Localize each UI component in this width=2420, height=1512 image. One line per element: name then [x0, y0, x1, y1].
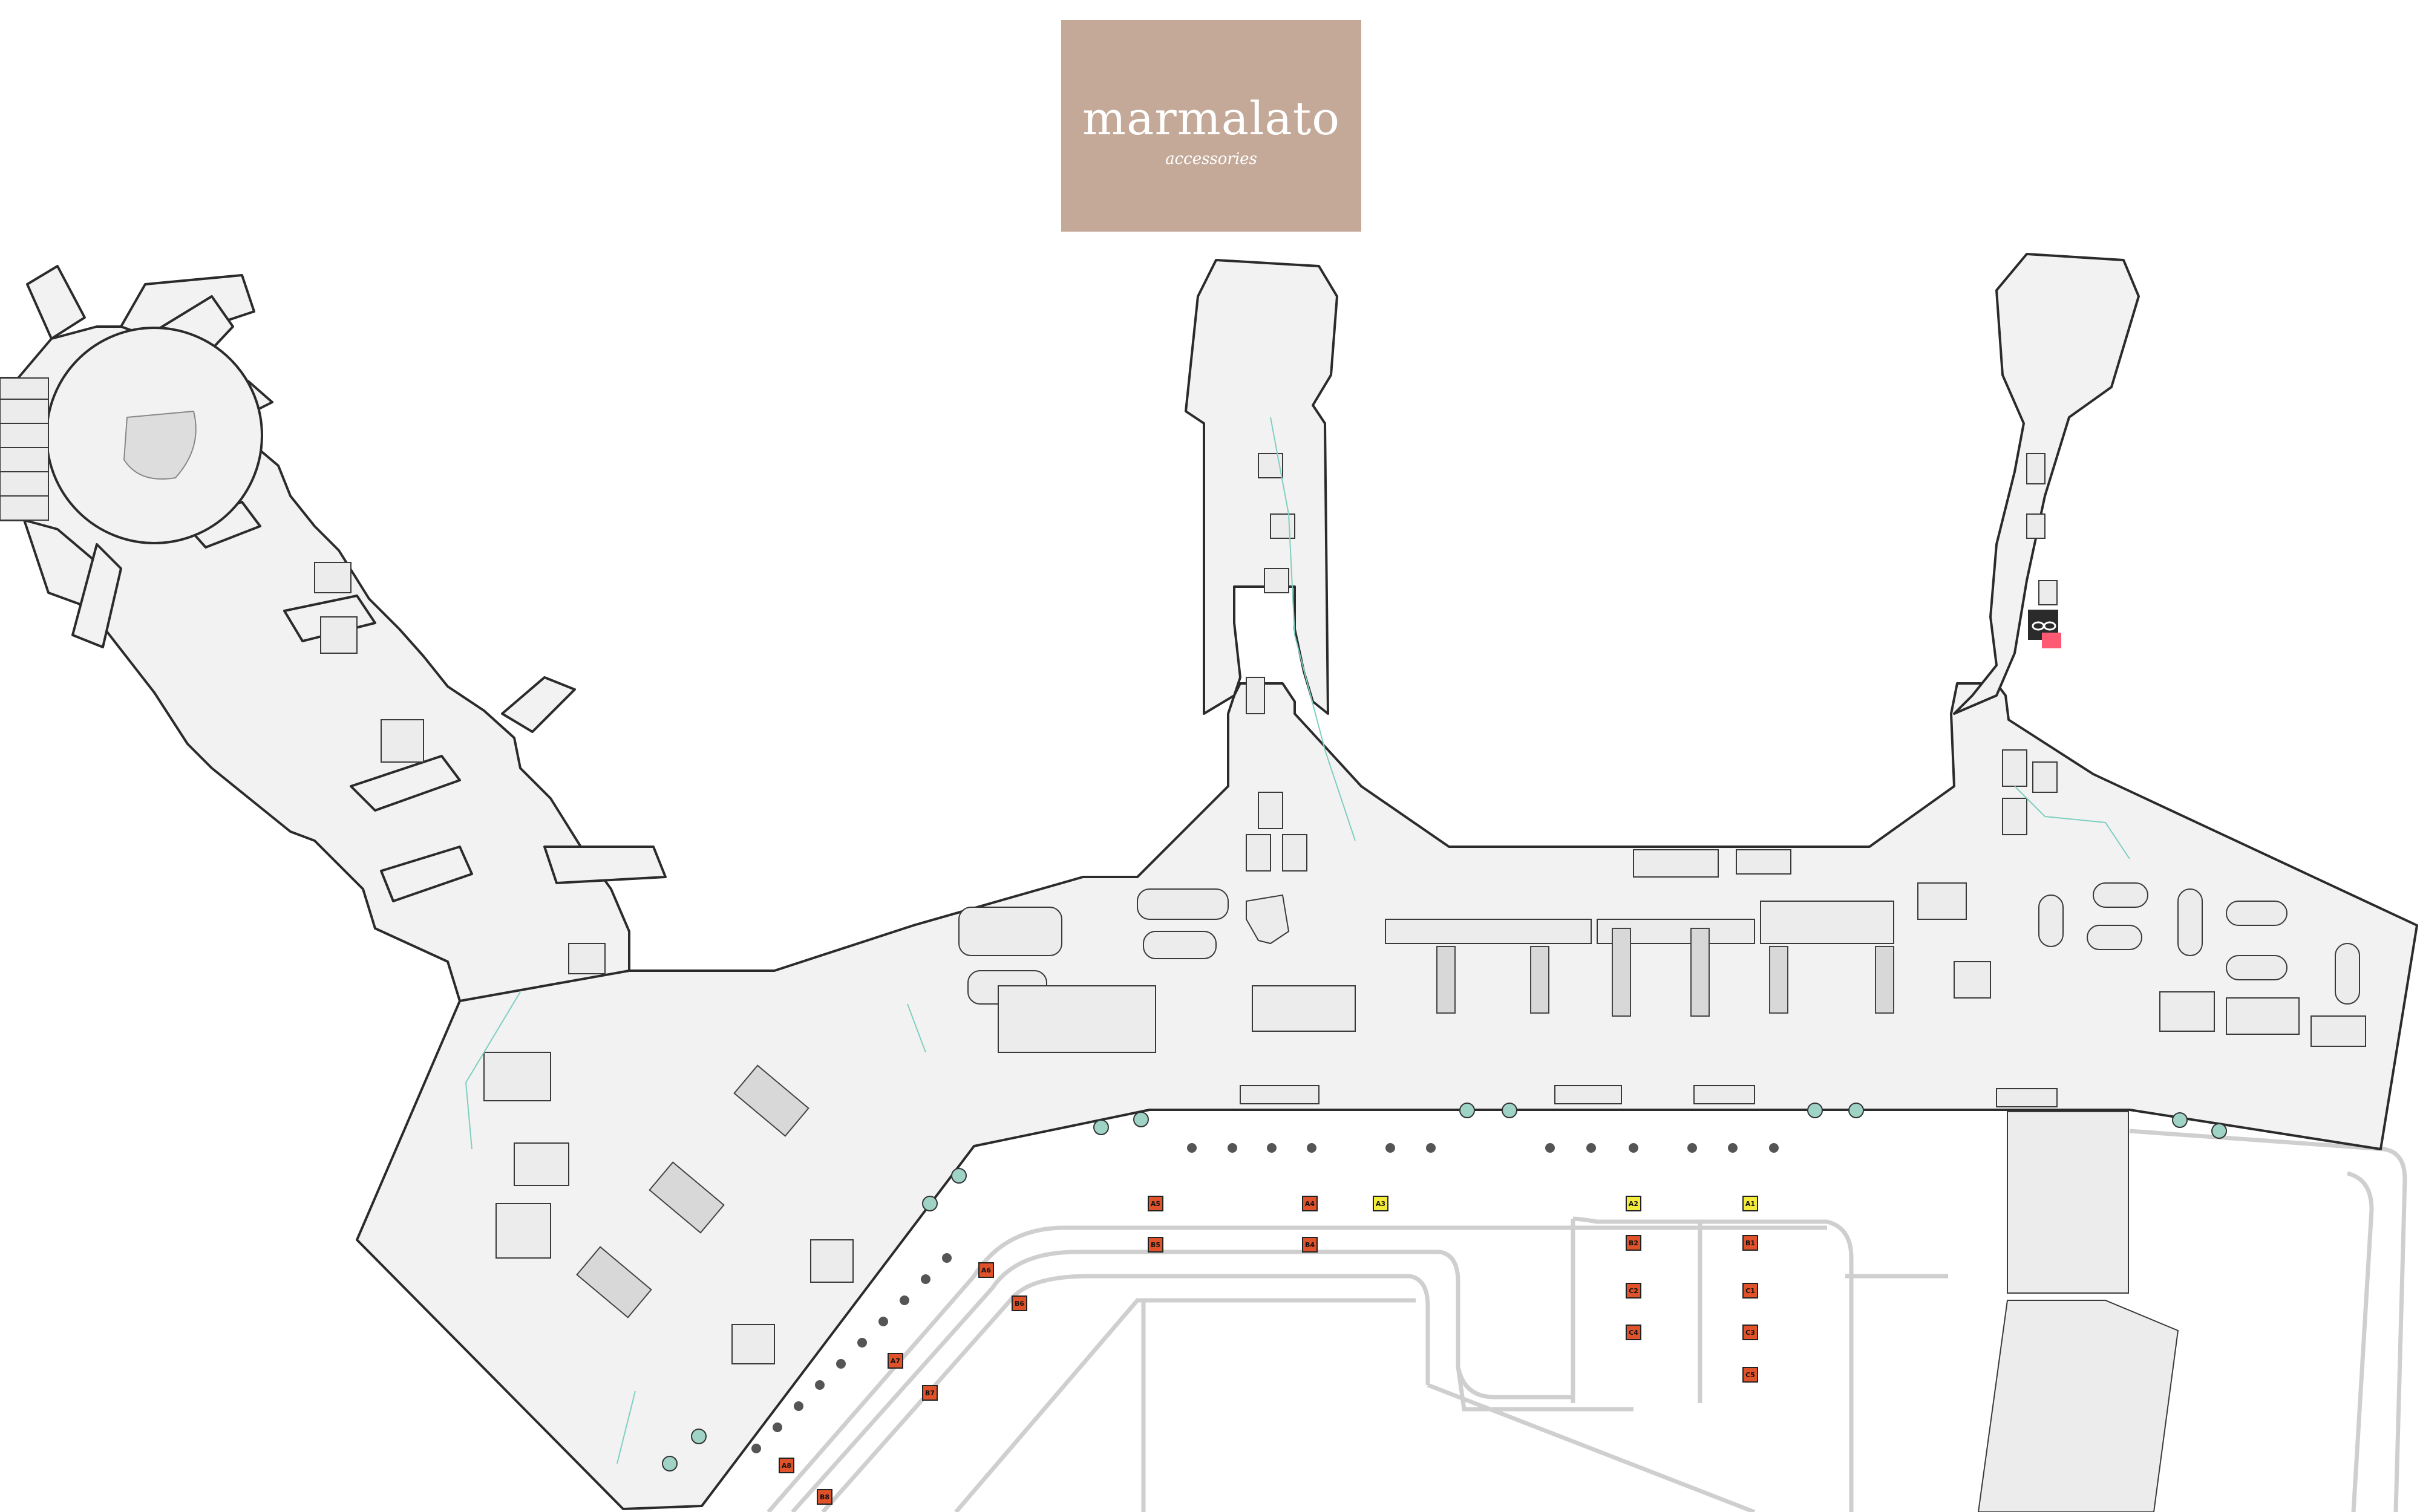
bus-stop-sign-icon: [1373, 1196, 1388, 1211]
bus-stop-sign-icon: [1742, 1325, 1758, 1340]
bus-stop-sign: A1: [1742, 1196, 1758, 1211]
bus-stop-sign-icon: [978, 1262, 994, 1278]
bus-stop-sign: A2: [1626, 1196, 1641, 1211]
bus-stop-sign: B8: [817, 1489, 832, 1505]
bus-stop-sign-icon: [1148, 1237, 1163, 1253]
store-location-pin: [2042, 633, 2061, 648]
bus-stop-label: A7: [891, 1357, 900, 1365]
bus-stop-label: A3: [1376, 1200, 1385, 1208]
bus-stop-label: A1: [1745, 1200, 1755, 1208]
bus-stop-sign-icon: [1626, 1283, 1641, 1299]
bus-stop-label: A5: [1151, 1200, 1160, 1208]
west-entrance: [0, 377, 49, 521]
bus-stop-label: C2: [1629, 1287, 1638, 1295]
bus-stop-sign: C1: [1742, 1283, 1758, 1299]
bus-stop-label: A2: [1629, 1200, 1638, 1208]
bus-stop-label: A8: [782, 1462, 791, 1470]
bus-stop-label: B7: [925, 1389, 935, 1397]
south-east-buildings: [1977, 1111, 2179, 1512]
bus-stop-sign: B7: [922, 1385, 938, 1401]
bus-stop-sign-icon: [1742, 1367, 1758, 1383]
interior-rooms: [314, 453, 2366, 1364]
roads: [767, 1129, 2407, 1512]
bus-stop-sign-icon: [1302, 1237, 1318, 1253]
bus-stop-sign: C4: [1626, 1325, 1641, 1340]
bus-stop-sign-icon: [779, 1458, 794, 1473]
terminal-main-hall: [356, 682, 2418, 1510]
bus-stop-sign: A4: [1302, 1196, 1318, 1211]
bus-stop-sign-icon: [1148, 1196, 1163, 1211]
bus-stop-label: B1: [1745, 1239, 1755, 1247]
bus-stop-label: C1: [1745, 1287, 1755, 1295]
bus-stop-sign-icon: [1012, 1295, 1027, 1311]
bus-stop-sign-icon: [922, 1385, 938, 1401]
bus-stop-sign: C2: [1626, 1283, 1641, 1299]
transit-stop-icons: [662, 1103, 2227, 1471]
bus-stop-label: C5: [1745, 1371, 1755, 1379]
bus-stop-sign-icon: [1742, 1235, 1758, 1251]
bus-stop-sign: A3: [1373, 1196, 1388, 1211]
bus-stop-sign: A6: [978, 1262, 994, 1278]
bus-stop-label: B6: [1015, 1300, 1024, 1308]
bus-stop-label: B8: [820, 1493, 829, 1501]
bus-stop-sign: A5: [1148, 1196, 1163, 1211]
bus-stop-sign: C5: [1742, 1367, 1758, 1383]
bus-stop-sign-icon: [1626, 1325, 1641, 1340]
bus-stop-sign: C3: [1742, 1325, 1758, 1340]
bus-stop-label: A6: [981, 1266, 992, 1274]
central-pier: [1185, 259, 1338, 715]
curb-bollards: [751, 1143, 1779, 1453]
bus-stop-sign-icon: [1626, 1196, 1641, 1211]
bus-stop-sign: A7: [888, 1353, 903, 1369]
bus-stop-label: B5: [1151, 1241, 1160, 1249]
bus-stop-label: A4: [1305, 1200, 1315, 1208]
sunglasses-icon: [2032, 621, 2056, 631]
bus-stop-label: C3: [1745, 1329, 1755, 1337]
bus-stop-sign: A8: [779, 1458, 794, 1473]
bus-stop-label: B4: [1305, 1241, 1315, 1249]
store-marker[interactable]: [2028, 610, 2061, 648]
bus-stop-sign: B5: [1148, 1237, 1163, 1253]
check-in-counters: [576, 928, 1894, 1318]
bus-stop-sign-icon: [888, 1353, 903, 1369]
brand-name: marmalato: [1082, 91, 1340, 145]
brand-card: marmalato accessories: [1061, 20, 1361, 232]
bus-stop-sign-icon: [1626, 1235, 1641, 1251]
bus-stop-sign-icon: [1742, 1283, 1758, 1299]
bus-stop-sign-icon: [1742, 1196, 1758, 1211]
walkways: [465, 417, 2130, 1464]
east-pier: [1953, 253, 2140, 715]
brand-tagline: accessories: [1165, 150, 1257, 168]
bus-stop-sign: B2: [1626, 1235, 1641, 1251]
bus-stop-sign-icon: [1302, 1196, 1318, 1211]
bus-stop-sign-icon: [817, 1489, 832, 1505]
bus-stop-sign: B4: [1302, 1237, 1318, 1253]
bus-stop-label: C4: [1629, 1329, 1638, 1337]
bus-stop-sign: B6: [1012, 1295, 1027, 1311]
bus-stop-label: B2: [1629, 1239, 1638, 1247]
bus-stop-sign: B1: [1742, 1235, 1758, 1251]
